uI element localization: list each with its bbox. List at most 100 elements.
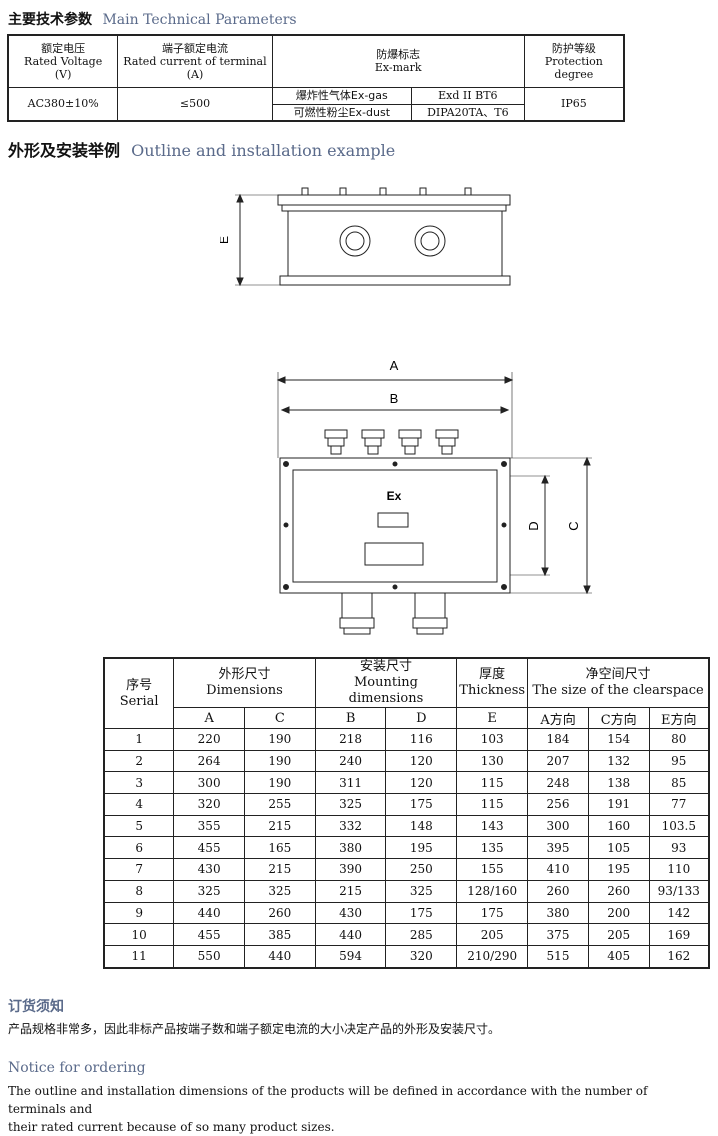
table-cell: 120 — [385, 771, 458, 795]
table-cell: 207 — [527, 749, 589, 773]
section-title-en: Main Technical Parameters — [102, 12, 297, 28]
header-mounting-zh: 安装尺寸 — [359, 659, 412, 674]
table-cell: 385 — [244, 923, 316, 946]
header-protection-degree: 防护等级 Protection degree — [523, 34, 625, 88]
table-cell: 325 — [244, 879, 316, 903]
dim-label-e: E — [220, 236, 231, 244]
table-cell: 440 — [314, 923, 387, 946]
table-cell: 300 — [527, 814, 589, 838]
table-cell: 260 — [244, 901, 316, 925]
subheader-cell: B — [314, 707, 387, 729]
table-cell: 116 — [385, 728, 458, 751]
table-cell: 1 — [103, 728, 175, 751]
header-dimensions: 外形尺寸 Dimensions — [173, 657, 316, 708]
table-cell: 311 — [314, 771, 387, 795]
table-cell: 380 — [527, 901, 589, 925]
table-cell: 250 — [385, 858, 458, 881]
table-cell: 325 — [385, 879, 458, 903]
table-cell: 10 — [103, 923, 175, 946]
table-cell: 375 — [527, 923, 589, 946]
header-rated-current: 端子额定电流 Rated current of terminal (A) — [117, 34, 273, 88]
table-cell: 248 — [527, 771, 589, 795]
header-mounting: 安装尺寸 Mounting dimensions — [314, 657, 458, 708]
header-thickness-en: Thickness — [459, 683, 526, 698]
table-cell: 264 — [173, 749, 245, 773]
header-clearspace-zh: 净空间尺寸 — [585, 667, 651, 682]
table-cell: 215 — [244, 858, 316, 881]
header-rated-voltage: 额定电压 Rated Voltage (V) — [7, 34, 119, 88]
front-view-drawing: A B Ex D C — [276, 358, 592, 635]
table-cell: 255 — [244, 793, 316, 816]
section-title-parameters: 主要技术参数 Main Technical Parameters — [8, 9, 297, 29]
table-cell: 184 — [527, 728, 589, 751]
table-cell: 260 — [527, 879, 589, 903]
table-cell: 6 — [103, 836, 175, 860]
table-cell: 5 — [103, 814, 175, 838]
table-cell: 3 — [103, 771, 175, 795]
table-cell: 154 — [587, 728, 650, 751]
table-cell: 215 — [314, 879, 387, 903]
table-cell: 77 — [648, 793, 710, 816]
table-cell: 105 — [587, 836, 650, 860]
gas-mark: Exd II BT6 — [410, 86, 525, 105]
table-cell: 175 — [385, 793, 458, 816]
header-rated-voltage-unit: (V) — [54, 67, 72, 81]
table-cell: 148 — [385, 814, 458, 838]
table-cell: 169 — [648, 923, 710, 946]
header-serial: 序号 Serial — [103, 657, 175, 729]
subheader-cell: D — [385, 707, 458, 729]
value-current: ≤500 — [117, 86, 273, 122]
table-cell: 95 — [648, 749, 710, 773]
table-cell: 80 — [648, 728, 710, 751]
table-cell: 120 — [385, 749, 458, 773]
header-serial-en: Serial — [119, 693, 159, 709]
notes-text-zh: 产品规格非常多，因此非标产品按端子数和端子额定电流的大小决定产品的外形及安装尺寸… — [8, 1022, 501, 1036]
table-cell: 325 — [173, 879, 245, 903]
table-cell: 11 — [103, 944, 175, 969]
table-cell: 160 — [587, 814, 650, 838]
header-protection-en: Protection — [544, 54, 603, 68]
table-cell: 440 — [173, 901, 245, 925]
table-cell: 135 — [456, 836, 529, 860]
subheader-cell: C方向 — [587, 707, 650, 729]
dimensions-table: 序号 Serial 外形尺寸 Dimensions 安装尺寸 Mounting … — [103, 657, 710, 969]
header-mounting-en: Mounting dimensions — [348, 675, 424, 706]
subheader-cell: E — [456, 707, 529, 729]
table-cell: 320 — [173, 793, 245, 816]
table-cell: 355 — [173, 814, 245, 838]
table-cell: 240 — [314, 749, 387, 773]
table-cell: 103.5 — [648, 814, 710, 838]
section-title-zh: 外形及安装举例 — [8, 141, 121, 160]
table-cell: 455 — [173, 836, 245, 860]
table-cell: 195 — [385, 836, 458, 860]
table-cell: 430 — [314, 901, 387, 925]
table-cell: 7 — [103, 858, 175, 881]
table-cell: 110 — [648, 858, 710, 881]
table-cell: 205 — [587, 923, 650, 946]
table-cell: 218 — [314, 728, 387, 751]
table-cell: 515 — [527, 944, 589, 969]
subheader-cell: C — [244, 707, 316, 729]
header-rated-voltage-zh: 额定电压 — [41, 41, 86, 55]
header-rated-current-zh: 端子额定电流 — [161, 41, 228, 55]
notes-text-en-line1: The outline and installation dimensions … — [8, 1084, 648, 1116]
table-cell: 128/160 — [456, 879, 529, 903]
table-cell: 155 — [456, 858, 529, 881]
table-cell: 175 — [456, 901, 529, 925]
table-cell: 440 — [244, 944, 316, 969]
header-thickness-zh: 厚度 — [479, 667, 506, 682]
header-rated-current-unit: (A) — [186, 67, 204, 81]
table-cell: 195 — [587, 858, 650, 881]
table-cell: 190 — [244, 771, 316, 795]
table-cell: 8 — [103, 879, 175, 903]
table-cell: 405 — [587, 944, 650, 969]
ex-mark-label: Ex — [387, 489, 402, 503]
table-cell: 260 — [587, 879, 650, 903]
header-ex-mark-en: Ex-mark — [374, 61, 422, 75]
